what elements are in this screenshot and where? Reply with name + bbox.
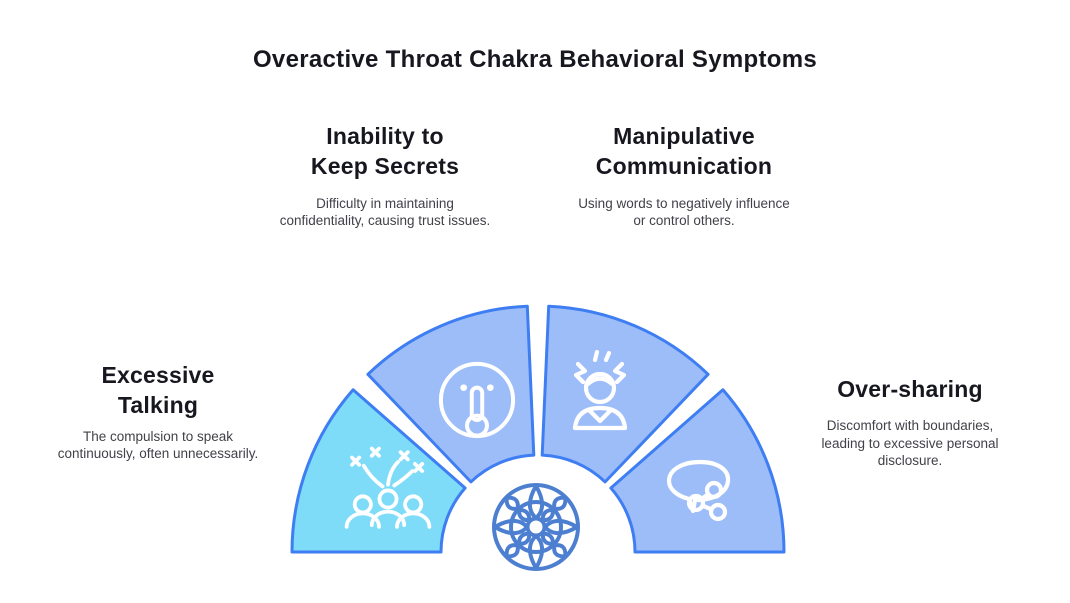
segment-manipulative-communication [540, 304, 710, 484]
section-description: The compulsion to speak continuously, of… [57, 428, 259, 462]
segment-over-sharing [609, 388, 786, 554]
section-description: Discomfort with boundaries, leading to e… [821, 418, 999, 469]
section-description: Difficulty in maintaining confidentialit… [279, 195, 491, 229]
section-heading: Manipulative Communication [595, 123, 773, 180]
label-block-over-sharing: Over-sharing Discomfort with boundaries,… [785, 374, 1035, 470]
crowd-celebration-icon [344, 446, 432, 529]
segment-inability-to-keep-secrets [366, 304, 536, 484]
chakra-fan-diagram [290, 304, 786, 571]
mandala-icon [492, 483, 580, 571]
label-block-inability-to-keep-secrets: Inability to Keep Secrets Difficulty in … [260, 121, 510, 230]
label-block-manipulative-communication: Manipulative Communication Using words t… [559, 121, 809, 230]
section-heading: Inability to Keep Secrets [310, 123, 460, 180]
page-title: Overactive Throat Chakra Behavioral Symp… [252, 46, 818, 73]
stressed-person-icon [572, 349, 628, 431]
section-description: Using words to negatively influence or c… [578, 195, 790, 229]
shush-face-icon [438, 361, 516, 439]
section-heading: Excessive Talking [101, 362, 215, 419]
segment-excessive-talking [290, 388, 467, 554]
speech-bubble-share-icon [666, 459, 731, 522]
section-heading: Over-sharing [837, 376, 983, 402]
label-block-excessive-talking: Excessive Talking The compulsion to spea… [33, 360, 283, 463]
